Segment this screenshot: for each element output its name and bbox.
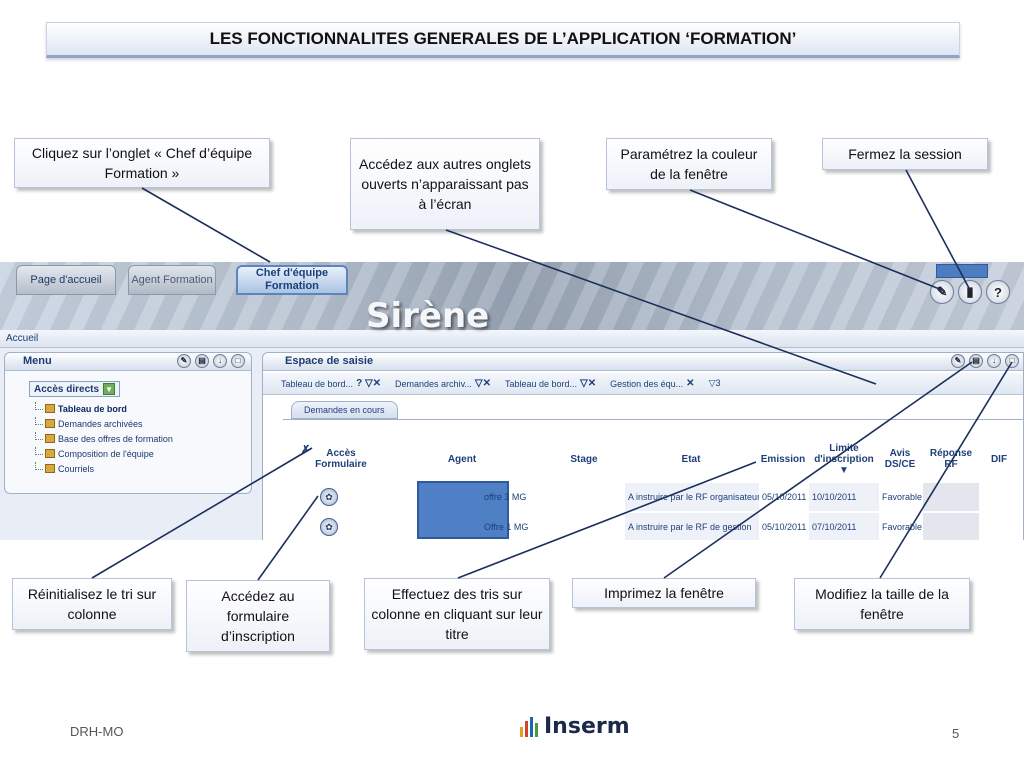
col-reponse-rf[interactable]: Réponse RF bbox=[929, 448, 973, 470]
limite-cell: 10/10/2011 bbox=[809, 483, 879, 511]
menu-item-demandes-archivees[interactable]: Demandes archivées bbox=[35, 416, 173, 431]
accueil-bar: Accueil bbox=[0, 330, 1024, 348]
col-agent[interactable]: Agent bbox=[447, 453, 477, 465]
avis-cell: Favorable bbox=[882, 522, 923, 532]
close-icon[interactable]: ▽✕ bbox=[474, 378, 491, 389]
folder-icon bbox=[45, 449, 55, 458]
reset-sort-icon[interactable]: ✗ bbox=[301, 444, 311, 456]
minimize-icon[interactable]: ↓ bbox=[987, 354, 1001, 368]
print-icon[interactable]: ▤ bbox=[195, 354, 209, 368]
table-row[interactable]: ✿ offre 3 MG A instruire par le RF organ… bbox=[313, 481, 1023, 539]
menu-panel-header: Menu ✎ ▤ ↓ □ bbox=[5, 353, 251, 371]
col-stage[interactable]: Stage bbox=[570, 453, 598, 465]
stage-cell: Offre 1 MG bbox=[484, 522, 529, 532]
subtab-demandes-en-cours[interactable]: Demandes en cours bbox=[291, 401, 398, 419]
reponse-cell bbox=[923, 513, 979, 540]
resize-icon[interactable]: □ bbox=[231, 354, 245, 368]
menu-item-composition-equipe[interactable]: Composition de l'équipe bbox=[35, 446, 173, 461]
color-icon[interactable]: ✎ bbox=[177, 354, 191, 368]
tab-tableau-de-bord-1[interactable]: Tableau de bord...? ▽✕ bbox=[281, 378, 382, 389]
col-dif[interactable]: DIF bbox=[990, 453, 1008, 465]
footer-author: DRH-MO bbox=[70, 724, 124, 739]
menu-title: Menu bbox=[23, 355, 52, 367]
resize-icon[interactable]: □ bbox=[1005, 354, 1019, 368]
folder-icon bbox=[45, 419, 55, 428]
limite-cell: 07/10/2011 bbox=[809, 513, 879, 540]
callout-form-access: Accédez au formulaire d’inscription bbox=[186, 580, 330, 652]
form-cell: ✿ bbox=[313, 483, 367, 511]
tab-gestion-equipe[interactable]: Gestion des équ...✕ bbox=[610, 378, 695, 389]
acces-directs-dropdown[interactable]: Accès directs ▼ bbox=[29, 381, 121, 397]
subtab-divider bbox=[283, 419, 1023, 420]
close-icon[interactable]: ✕ bbox=[686, 378, 695, 389]
callout-other-tabs: Accédez aux autres onglets ouverts n’app… bbox=[350, 138, 540, 230]
callout-resize: Modifiez la taille de la fenêtre bbox=[794, 578, 970, 630]
saisie-tabs: Tableau de bord...? ▽✕ Demandes archiv..… bbox=[263, 373, 1023, 395]
menu-panel: Menu ✎ ▤ ↓ □ Accès directs ▼ Tableau de … bbox=[4, 352, 252, 494]
logout-icon[interactable]: ▮ bbox=[958, 280, 982, 304]
saisie-panel-header: Espace de saisie ✎ ▤ ↓ □ bbox=[263, 353, 1023, 371]
col-limite-inscription[interactable]: Limite d'inscription ▼ bbox=[814, 442, 874, 476]
menu-item-base-offres[interactable]: Base des offres de formation bbox=[35, 431, 173, 446]
menu-item-tableau-de-bord[interactable]: Tableau de bord bbox=[35, 401, 173, 416]
tab-demandes-archivees[interactable]: Demandes archiv...▽✕ bbox=[395, 378, 491, 389]
form-cell: ✿ bbox=[313, 513, 367, 540]
menu-list: Tableau de bord Demandes archivées Base … bbox=[35, 401, 173, 476]
app-logo: Sirène bbox=[366, 296, 490, 336]
tab-tableau-de-bord-2[interactable]: Tableau de bord...▽✕ bbox=[504, 378, 597, 389]
callout-sort-columns: Effectuez des tris sur colonne en cliqua… bbox=[364, 578, 550, 650]
line-chef-tab bbox=[141, 187, 271, 263]
tab-chef-equipe-formation[interactable]: Chef d'équipe Formation bbox=[236, 265, 348, 295]
col-emission[interactable]: Emission bbox=[760, 453, 806, 465]
stage-cell: offre 3 MG bbox=[484, 492, 527, 502]
tab-agent-formation[interactable]: Agent Formation bbox=[128, 265, 216, 295]
saisie-panel: Espace de saisie ✎ ▤ ↓ □ Tableau de bord… bbox=[262, 352, 1024, 540]
col-etat[interactable]: Etat bbox=[681, 453, 701, 465]
page-number: 5 bbox=[952, 726, 960, 741]
col-avis[interactable]: Avis DS/CE bbox=[884, 448, 916, 470]
color-icon[interactable]: ✎ bbox=[951, 354, 965, 368]
avis-cell: Favorable bbox=[882, 492, 923, 502]
minimize-icon[interactable]: ↓ bbox=[213, 354, 227, 368]
menu-item-courriels[interactable]: Courriels bbox=[35, 461, 173, 476]
inserm-logo: Inserm bbox=[520, 714, 630, 739]
callout-reset-sort: Réinitialisez le tri sur colonne bbox=[12, 578, 172, 630]
callout-color: Paramétrez la couleur de la fenêtre bbox=[606, 138, 772, 190]
dif-cell bbox=[979, 513, 1019, 540]
callout-print: Imprimez la fenêtre bbox=[572, 578, 756, 608]
folder-icon bbox=[45, 434, 55, 443]
form-access-icon[interactable]: ✿ bbox=[320, 518, 338, 536]
slide-title: LES FONCTIONNALITES GENERALES DE L’APPLI… bbox=[46, 22, 960, 58]
chevron-down-icon: ▼ bbox=[103, 383, 116, 395]
print-icon[interactable]: ▤ bbox=[969, 354, 983, 368]
callout-close-session: Fermez la session bbox=[822, 138, 988, 170]
etat-cell: A instruire par le RF organisateur bbox=[625, 483, 759, 511]
inserm-logo-icon bbox=[520, 716, 538, 737]
help-icon[interactable]: ? bbox=[986, 280, 1010, 304]
saisie-title: Espace de saisie bbox=[285, 355, 374, 367]
emission-cell: 05/10/2011 bbox=[762, 522, 807, 532]
app-screenshot: Page d'accueil Agent Formation Chef d'éq… bbox=[0, 262, 1024, 540]
inserm-logo-text: Inserm bbox=[544, 714, 630, 739]
table-row[interactable]: ✿ Offre 1 MG A instruire par le RF de ge… bbox=[313, 513, 1023, 540]
color-settings-icon[interactable]: ✎ bbox=[930, 280, 954, 304]
help-icon[interactable]: ? ▽✕ bbox=[356, 378, 382, 389]
accueil-tab[interactable]: Accueil bbox=[6, 333, 39, 344]
folder-icon bbox=[45, 404, 55, 413]
acces-directs-label: Accès directs bbox=[34, 383, 100, 395]
etat-cell: A instruire par le RF de gestion bbox=[625, 513, 759, 540]
dif-cell bbox=[979, 483, 1019, 511]
callout-chef-tab: Cliquez sur l’onglet « Chef d’équipe For… bbox=[14, 138, 270, 188]
tab-page-accueil[interactable]: Page d'accueil bbox=[16, 265, 116, 295]
more-tabs-dropdown[interactable]: ▽3 bbox=[708, 378, 721, 388]
user-badge bbox=[936, 264, 988, 278]
folder-icon bbox=[45, 464, 55, 473]
close-icon[interactable]: ▽✕ bbox=[580, 378, 597, 389]
reponse-cell bbox=[923, 483, 979, 511]
form-access-icon[interactable]: ✿ bbox=[320, 488, 338, 506]
col-acces-formulaire[interactable]: Accès Formulaire bbox=[315, 448, 367, 470]
emission-cell: 05/10/2011 bbox=[762, 492, 807, 502]
header-controls: ✎ ▮ ? bbox=[926, 264, 1018, 308]
